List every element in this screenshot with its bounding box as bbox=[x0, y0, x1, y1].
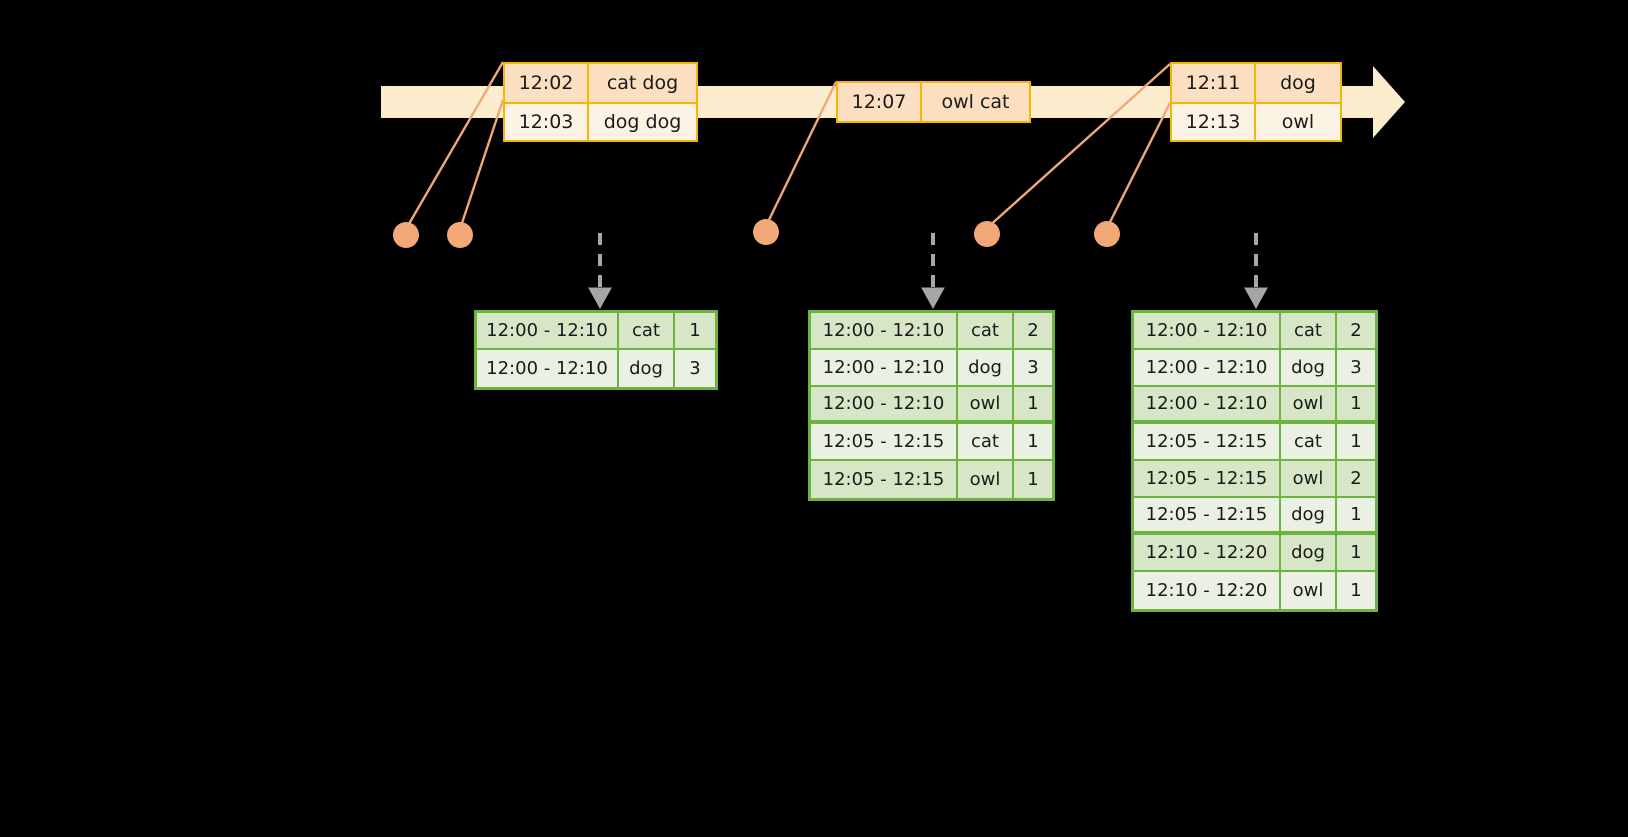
cell-count: 1 bbox=[1337, 498, 1375, 531]
cell-word: dog bbox=[619, 350, 675, 387]
cell-word: dog bbox=[1281, 498, 1337, 531]
event-words: dog dog bbox=[603, 111, 682, 133]
event-time: 12:07 bbox=[838, 83, 922, 121]
cell-window: 12:00 - 12:10 bbox=[477, 350, 619, 387]
cell-word: owl bbox=[958, 387, 1014, 420]
cell-count: 2 bbox=[1337, 461, 1375, 496]
cell-count: 1 bbox=[1014, 461, 1052, 498]
cell-word: dog bbox=[1281, 350, 1337, 385]
cell-window: 12:05 - 12:15 bbox=[811, 461, 958, 498]
cell-window: 12:00 - 12:10 bbox=[811, 387, 958, 420]
cell-window: 12:00 - 12:10 bbox=[477, 313, 619, 348]
connector-1213 bbox=[1105, 102, 1172, 229]
event-row[interactable]: 12:03 dog dog bbox=[505, 102, 696, 140]
event-row[interactable]: 12:07 owl cat bbox=[838, 83, 1029, 121]
cell-word: owl bbox=[1281, 387, 1337, 420]
event-words: dog bbox=[1280, 72, 1316, 94]
event-time: 12:13 bbox=[1172, 104, 1256, 140]
cell-word: cat bbox=[958, 313, 1014, 348]
event-dot-1207 bbox=[753, 219, 779, 245]
cell-count: 1 bbox=[1337, 424, 1375, 459]
event-group-1[interactable]: 12:02 cat dog 12:03 dog dog bbox=[503, 62, 698, 142]
connector-1202 bbox=[404, 61, 505, 230]
event-dot-1203 bbox=[447, 222, 473, 248]
cell-word: cat bbox=[958, 424, 1014, 459]
event-time: 12:02 bbox=[505, 64, 589, 102]
cell-word: cat bbox=[1281, 424, 1337, 459]
cell-count: 1 bbox=[1337, 535, 1375, 570]
cell-count: 1 bbox=[1014, 424, 1052, 459]
event-time: 12:03 bbox=[505, 104, 589, 140]
event-row[interactable]: 12:02 cat dog bbox=[505, 64, 696, 102]
emit-arrows bbox=[588, 233, 1268, 310]
cell-word: owl bbox=[1281, 572, 1337, 609]
cell-window: 12:00 - 12:10 bbox=[811, 313, 958, 348]
event-group-3[interactable]: 12:11 dog 12:13 owl bbox=[1170, 62, 1342, 142]
event-dot-1211 bbox=[974, 221, 1000, 247]
event-words: owl cat bbox=[941, 91, 1010, 113]
cell-word: dog bbox=[1281, 535, 1337, 570]
cell-word: owl bbox=[958, 461, 1014, 498]
connector-1207 bbox=[764, 81, 838, 227]
cell-window: 12:00 - 12:10 bbox=[1134, 350, 1281, 385]
connector-1203 bbox=[458, 99, 505, 230]
event-row[interactable]: 12:11 dog bbox=[1172, 64, 1340, 102]
cell-count: 3 bbox=[1337, 350, 1375, 385]
cell-word: cat bbox=[1281, 313, 1337, 348]
event-words: cat dog bbox=[606, 72, 679, 94]
cell-count: 2 bbox=[1014, 313, 1052, 348]
event-dots bbox=[393, 219, 1120, 248]
cell-window: 12:05 - 12:15 bbox=[1134, 424, 1281, 459]
cell-count: 1 bbox=[1014, 387, 1052, 420]
cell-window: 12:05 - 12:15 bbox=[1134, 461, 1281, 496]
cell-count: 1 bbox=[1337, 572, 1375, 609]
emit-arrow-3 bbox=[1244, 233, 1268, 310]
cell-window: 12:05 - 12:15 bbox=[1134, 498, 1281, 531]
cell-window: 12:10 - 12:20 bbox=[1134, 535, 1281, 570]
event-dot-1213 bbox=[1094, 221, 1120, 247]
cell-word: cat bbox=[619, 313, 675, 348]
cell-count: 1 bbox=[1337, 387, 1375, 420]
event-time: 12:11 bbox=[1172, 64, 1256, 102]
cell-window: 12:00 - 12:10 bbox=[1134, 313, 1281, 348]
event-row[interactable]: 12:13 owl bbox=[1172, 102, 1340, 140]
cell-window: 12:00 - 12:10 bbox=[1134, 387, 1281, 420]
emit-arrow-1 bbox=[588, 233, 612, 310]
cell-window: 12:00 - 12:10 bbox=[811, 350, 958, 385]
cell-count: 3 bbox=[1014, 350, 1052, 385]
event-group-2[interactable]: 12:07 owl cat bbox=[836, 81, 1031, 123]
cell-window: 12:10 - 12:20 bbox=[1134, 572, 1281, 609]
cell-word: dog bbox=[958, 350, 1014, 385]
event-dot-1202 bbox=[393, 222, 419, 248]
cell-word: owl bbox=[1281, 461, 1337, 496]
cell-count: 3 bbox=[675, 350, 715, 387]
event-words: owl bbox=[1281, 111, 1315, 133]
emit-arrow-2 bbox=[921, 233, 945, 310]
cell-window: 12:05 - 12:15 bbox=[811, 424, 958, 459]
cell-count: 1 bbox=[675, 313, 715, 348]
cell-count: 2 bbox=[1337, 313, 1375, 348]
